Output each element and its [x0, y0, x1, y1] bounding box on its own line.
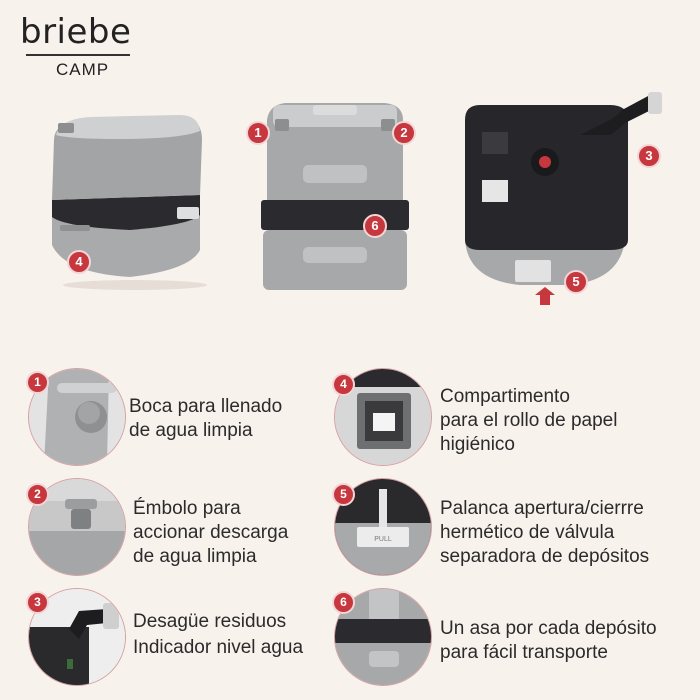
- feature-3-line-1: Desagüe residuos: [133, 611, 287, 632]
- hero-badge-1: 1: [246, 121, 270, 145]
- brand-sub: CAMP: [56, 59, 110, 79]
- feature-badge-6: 6: [332, 591, 355, 614]
- feature-6-line-2: para fácil transporte: [440, 642, 608, 663]
- feature-1-image: [28, 368, 126, 466]
- feature-badge-1: 1: [26, 371, 49, 394]
- hero-badge-5: 5: [564, 270, 588, 294]
- feature-4-line-2: para el rollo de papel: [440, 410, 618, 431]
- feature-3-text: Desagüe residuos Indicador nivel agua: [133, 610, 303, 660]
- brand-logo: briebe CAMP: [20, 14, 140, 80]
- toilet-angle-view: [52, 115, 207, 290]
- feature-5-line-2: hermético de válvula: [440, 522, 615, 543]
- feature-1-line-1: Boca para llenado: [129, 396, 283, 417]
- feature-4-line-3: higiénico: [440, 434, 515, 455]
- feature-2-line-1: Émbolo para: [133, 498, 241, 519]
- feature-2-line-2: accionar descarga: [133, 522, 289, 543]
- feature-3-line-2: Indicador nivel agua: [133, 637, 304, 658]
- feature-1-text: Boca para llenado de agua limpia: [129, 395, 282, 443]
- feature-badge-3: 3: [26, 591, 49, 614]
- feature-5-line-1: Palanca apertura/cierrre: [440, 498, 644, 519]
- feature-2-image: [28, 478, 126, 576]
- brand-name: briebe: [20, 12, 132, 52]
- feature-4-text: Compartimento para el rollo de papel hig…: [440, 385, 617, 457]
- feature-5-line-3: separadora de depósitos: [440, 546, 650, 567]
- hero-badge-2: 2: [392, 121, 416, 145]
- feature-1-line-2: de agua limpia: [129, 420, 253, 441]
- feature-badge-4: 4: [332, 373, 355, 396]
- feature-4-image: [334, 368, 432, 466]
- feature-5-text: Palanca apertura/cierrre hermético de vá…: [440, 497, 649, 569]
- pull-label: PULL: [374, 536, 392, 543]
- hero-badge-6: 6: [363, 214, 387, 238]
- feature-2-line-3: de agua limpia: [133, 546, 257, 567]
- hero-badge-4: 4: [67, 250, 91, 274]
- feature-2-text: Émbolo para accionar descarga de agua li…: [133, 497, 288, 569]
- feature-6-text: Un asa por cada depósito para fácil tran…: [440, 617, 657, 665]
- toilet-front-view: [261, 103, 409, 290]
- brand-divider: [26, 54, 130, 56]
- hero-badge-3: 3: [637, 144, 661, 168]
- feature-4-line-1: Compartimento: [440, 386, 570, 407]
- feature-badge-2: 2: [26, 483, 49, 506]
- feature-6-line-1: Un asa por cada depósito: [440, 618, 657, 639]
- feature-badge-5: 5: [332, 483, 355, 506]
